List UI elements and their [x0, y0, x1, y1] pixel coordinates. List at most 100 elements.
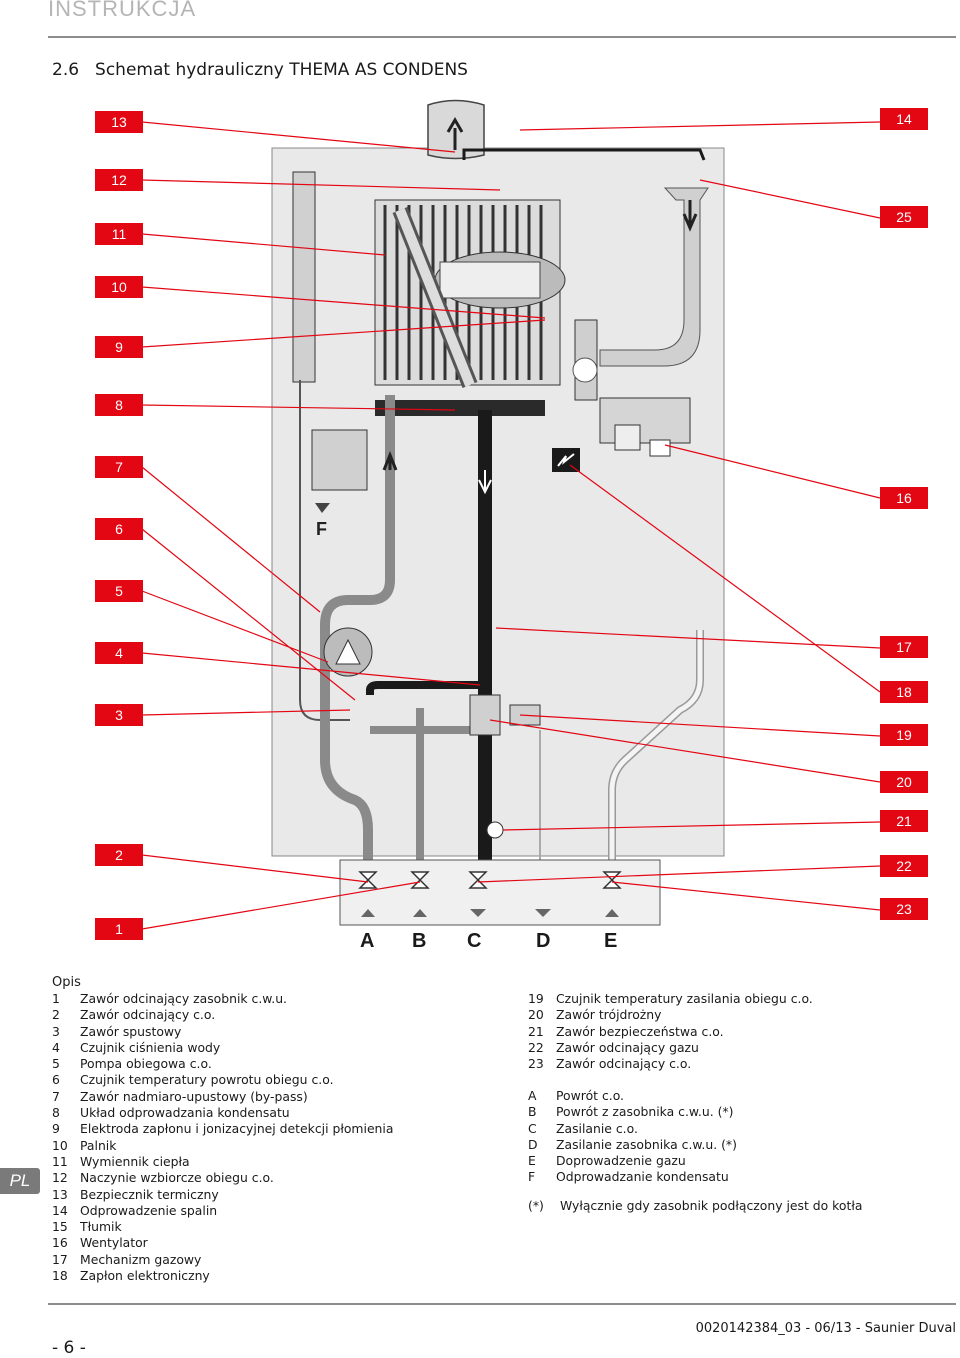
expansion-vessel	[292, 171, 316, 383]
legend-item-22: 22 Zawór odcinający gazu	[528, 1040, 813, 1056]
top-pipe	[462, 148, 706, 161]
legend-key: 16	[52, 1235, 68, 1251]
return-pipe-outline	[299, 380, 350, 721]
callout-18: 18	[880, 681, 928, 703]
condensate-tray	[375, 400, 545, 416]
legend-text: Zasilanie zasobnika c.w.u. (*)	[556, 1136, 737, 1152]
legend-text: Zapłon elektroniczny	[80, 1268, 210, 1284]
three-way-valve	[469, 694, 501, 736]
legend-item-12: 12 Naczynie wzbiorcze obiegu c.o.	[52, 1170, 393, 1186]
connection-letter-b: B	[412, 930, 427, 952]
legend-text: Układ odprowadzania kondensatu	[80, 1105, 290, 1121]
legend-key: 2	[52, 1007, 60, 1023]
legend-item-F: F Odprowadzanie kondensatu	[528, 1169, 737, 1185]
legend-item-23: 23 Zawór odcinający c.o.	[528, 1056, 813, 1072]
callout-20: 20	[880, 771, 928, 793]
legend-key: 8	[52, 1105, 60, 1121]
legend-key: 3	[52, 1023, 60, 1039]
callout-17: 17	[880, 636, 928, 658]
safety-valve	[486, 821, 504, 839]
legend-key: B	[528, 1104, 537, 1120]
legend-item-15: 15 Tłumik	[52, 1219, 393, 1235]
callout-13: 13	[95, 111, 143, 133]
return-pipe-a	[320, 395, 395, 870]
legend-item-17: 17 Mechanizm gazowy	[52, 1252, 393, 1268]
legend-item-2: 2 Zawór odcinający c.o.	[52, 1007, 393, 1023]
legend-item-B: B Powrót z zasobnika c.w.u. (*)	[528, 1104, 737, 1120]
page-number: - 6 -	[52, 1338, 86, 1358]
flue-arrow	[446, 117, 464, 150]
legend-key: 10	[52, 1137, 68, 1153]
callout-9: 9	[95, 336, 143, 358]
legend-text: Czujnik temperatury powrotu obiegu c.o.	[80, 1072, 334, 1088]
callout-3: 3	[95, 704, 143, 726]
legend-key: 12	[52, 1170, 68, 1186]
legend-text: Czujnik ciśnienia wody	[80, 1039, 221, 1055]
burner-mesh	[439, 261, 541, 299]
legend-key: 7	[52, 1088, 60, 1104]
leader-lines	[141, 121, 881, 930]
legend-text: Zawór odcinający gazu	[556, 1039, 699, 1055]
legend-item-6: 6 Czujnik temperatury powrotu obiegu c.o.	[52, 1072, 393, 1088]
legend-key: C	[528, 1120, 537, 1136]
callout-16: 16	[880, 487, 928, 509]
legend-text: Powrót z zasobnika c.w.u. (*)	[556, 1104, 734, 1120]
hydraulic-diagram: F	[141, 99, 881, 930]
legend-key: F	[528, 1169, 536, 1185]
legend-text: Odprowadzanie kondensatu	[556, 1169, 729, 1185]
legend-key: 6	[52, 1072, 60, 1088]
connection-letter-e: E	[604, 930, 618, 952]
legend-text: Doprowadzenie gazu	[556, 1153, 686, 1169]
legend-item-E: E Doprowadzenie gazu	[528, 1153, 737, 1169]
legend-key: 18	[52, 1268, 68, 1284]
air-arrow	[682, 200, 698, 232]
callout-1: 1	[95, 918, 143, 940]
legend-key: 17	[52, 1251, 68, 1267]
legend-text: Zawór odcinający zasobnik c.w.u.	[80, 991, 287, 1006]
legend-text: Naczynie wzbiorcze obiegu c.o.	[80, 1170, 274, 1186]
callout-22: 22	[880, 855, 928, 877]
callout-12: 12	[95, 169, 143, 191]
legend-heading: Opis	[52, 975, 81, 990]
callout-6: 6	[95, 518, 143, 540]
connection-letter-c: C	[467, 930, 482, 952]
callout-21: 21	[880, 810, 928, 832]
legend-key: 23	[528, 1056, 544, 1072]
connection-letter-d: D	[536, 930, 551, 952]
legend-text: Wentylator	[80, 1235, 148, 1251]
legend-key: E	[528, 1153, 536, 1169]
legend-note-text: Wyłącznie gdy zasobnik podłączony jest d…	[559, 1198, 863, 1213]
legend-key: 15	[52, 1219, 68, 1235]
legend-item-20: 20 Zawór trójdrożny	[528, 1007, 813, 1023]
legend-text: Tłumik	[80, 1219, 122, 1235]
legend-text: Zawór odcinający c.o.	[556, 1056, 692, 1072]
condensate-label: F	[316, 519, 327, 539]
legend-item-16: 16 Wentylator	[52, 1235, 393, 1251]
legend-text: Mechanizm gazowy	[80, 1251, 202, 1267]
legend-text: Zawór nadmiaro-upustowy (by-pass)	[80, 1088, 308, 1104]
legend-key: 22	[528, 1039, 544, 1055]
air-intake	[599, 187, 709, 367]
callout-5: 5	[95, 580, 143, 602]
gas-mechanism	[599, 397, 691, 444]
connection-panel	[339, 859, 661, 926]
legend-text: Zawór bezpieczeństwa c.o.	[556, 1023, 724, 1039]
callout-7: 7	[95, 456, 143, 478]
legend-key: 9	[52, 1121, 60, 1137]
legend-key: 20	[528, 1007, 544, 1023]
legend-text: Zawór odcinający c.o.	[80, 1007, 216, 1023]
legend-item-8: 8 Układ odprowadzania kondensatu	[52, 1105, 393, 1121]
legend-text: Zawór trójdrożny	[556, 1007, 662, 1023]
document-reference: 0020142384_03 - 06/13 - Saunier Duval	[695, 1321, 956, 1336]
legend-item-18: 18 Zapłon elektroniczny	[52, 1268, 393, 1284]
